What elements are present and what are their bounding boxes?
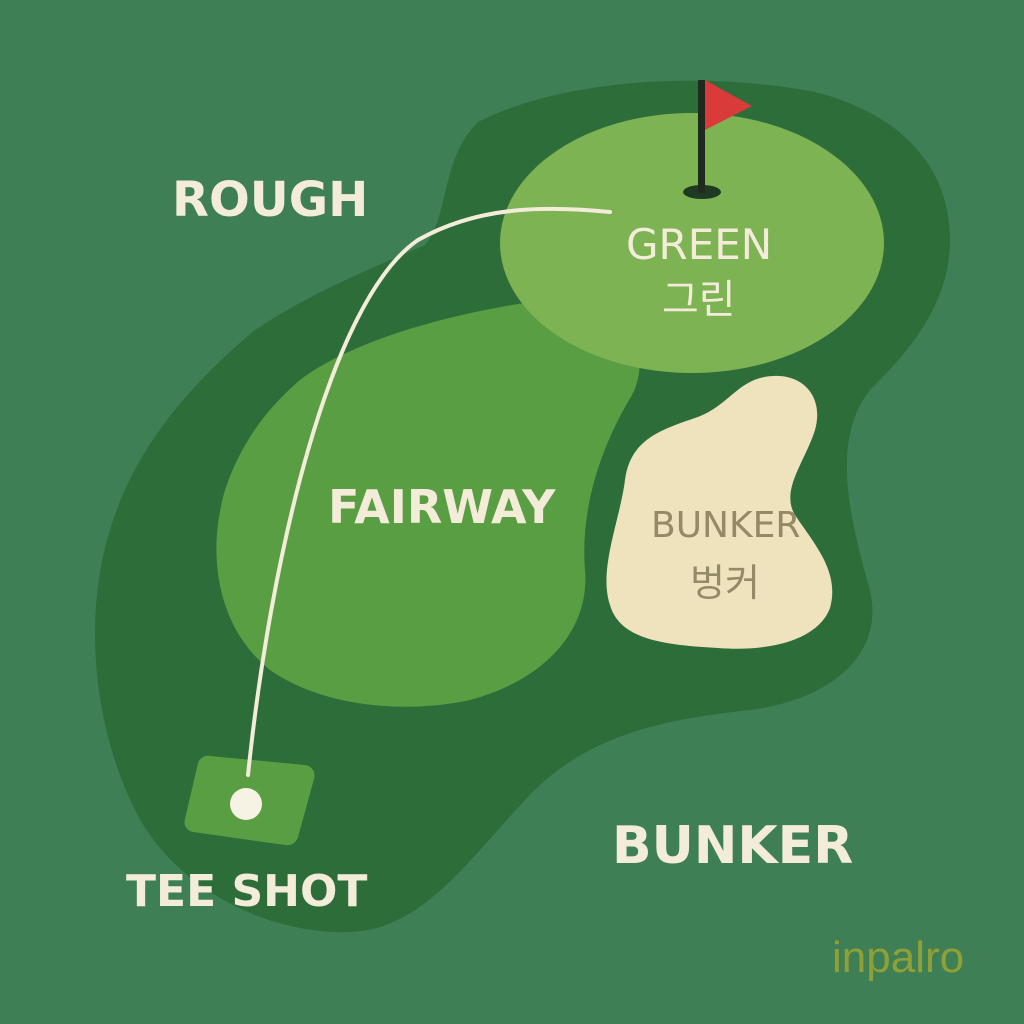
bunker-heading: BUNKER [612, 816, 854, 876]
rough-label: ROUGH [172, 172, 369, 228]
brand-watermark: inpalro [832, 933, 965, 982]
bunker-sand [606, 375, 833, 649]
bunker-label: BUNKER [651, 505, 801, 546]
shot-trajectory [246, 206, 612, 777]
bunker-label-korean: 벙커 [690, 561, 760, 605]
green-area [500, 113, 884, 373]
green-label-korean: 그린 [662, 277, 736, 323]
flag-icon [683, 80, 752, 199]
green-label: GREEN [626, 220, 773, 269]
fairway-label: FAIRWAY [328, 480, 556, 534]
tee-shot-label: TEE SHOT [126, 866, 368, 917]
golf-ball-icon [230, 788, 262, 820]
